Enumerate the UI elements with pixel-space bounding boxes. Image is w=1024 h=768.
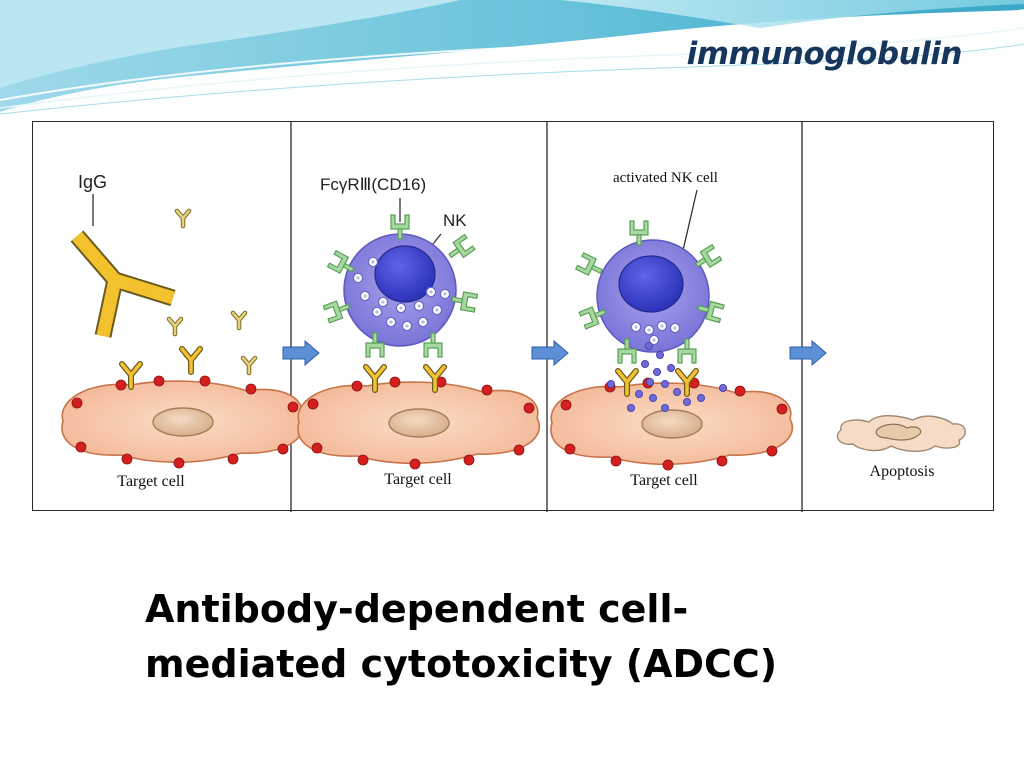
granule-icon (669, 322, 681, 334)
granule-icon (385, 316, 397, 328)
free-antibody-icon (169, 319, 181, 334)
igg-label: IgG (78, 172, 107, 192)
granule-icon (417, 316, 429, 328)
adcc-diagram: IgG Target cell FcγRⅢ(CD16) NK (32, 121, 994, 512)
slide-title-line-2: mediated cytotoxicity (ADCC) (145, 642, 778, 686)
bound-antibody-icon (182, 349, 200, 372)
panel-3-caption: Target cell (630, 472, 698, 489)
header-title: immunoglobulin (686, 36, 963, 72)
panel-2-caption: Target cell (384, 471, 452, 488)
panel-4-caption: Apoptosis (870, 463, 935, 480)
slide-title-line-1: Antibody-dependent cell- (145, 587, 689, 631)
fc-receptor-icon (444, 234, 476, 264)
granule-icon (413, 300, 425, 312)
target-cell-shape (62, 376, 303, 468)
granule-icon (656, 320, 668, 332)
granule-icon (352, 272, 364, 284)
granule-icon (643, 324, 655, 336)
granule-icon (630, 321, 642, 333)
activated-nk-cell (596, 239, 710, 353)
granule-icon (425, 286, 437, 298)
nk-cell (343, 233, 457, 347)
free-antibody-icon (243, 358, 255, 373)
granule-icon (439, 288, 451, 300)
granule-icon (371, 306, 383, 318)
activated-nk-label: activated NK cell (613, 170, 718, 186)
granule-icon (401, 320, 413, 332)
header-wave-decoration (0, 0, 1024, 115)
free-antibody-icon (177, 211, 189, 226)
arrow-icon (282, 340, 320, 366)
panel-1-caption: Target cell (117, 473, 185, 490)
slide-title: Antibody-dependent cell- mediated cytoto… (145, 582, 905, 692)
target-cell-shape (298, 377, 539, 469)
granule-icon (367, 256, 379, 268)
free-antibody-icon (233, 313, 245, 328)
apoptotic-cell (836, 415, 966, 452)
target-cell-shape (551, 378, 792, 470)
nk-label: NK (443, 211, 467, 230)
granule-icon (377, 296, 389, 308)
panel-4-apoptosis: Apoptosis (836, 415, 966, 480)
fcgr-cd16-label: FcγRⅢ(CD16) (320, 175, 426, 194)
arrow-icon (789, 340, 827, 366)
granule-icon (431, 304, 443, 316)
panel-1-igg-binding: IgG Target cell (62, 172, 303, 490)
granule-icon (359, 290, 371, 302)
arrow-icon (531, 340, 569, 366)
igg-large-antibody-icon (70, 230, 176, 338)
panel-2-nk-binding: FcγRⅢ(CD16) NK Ta (298, 175, 539, 488)
panel-3-activated-nk: activated NK cell (551, 170, 792, 489)
granule-icon (395, 302, 407, 314)
